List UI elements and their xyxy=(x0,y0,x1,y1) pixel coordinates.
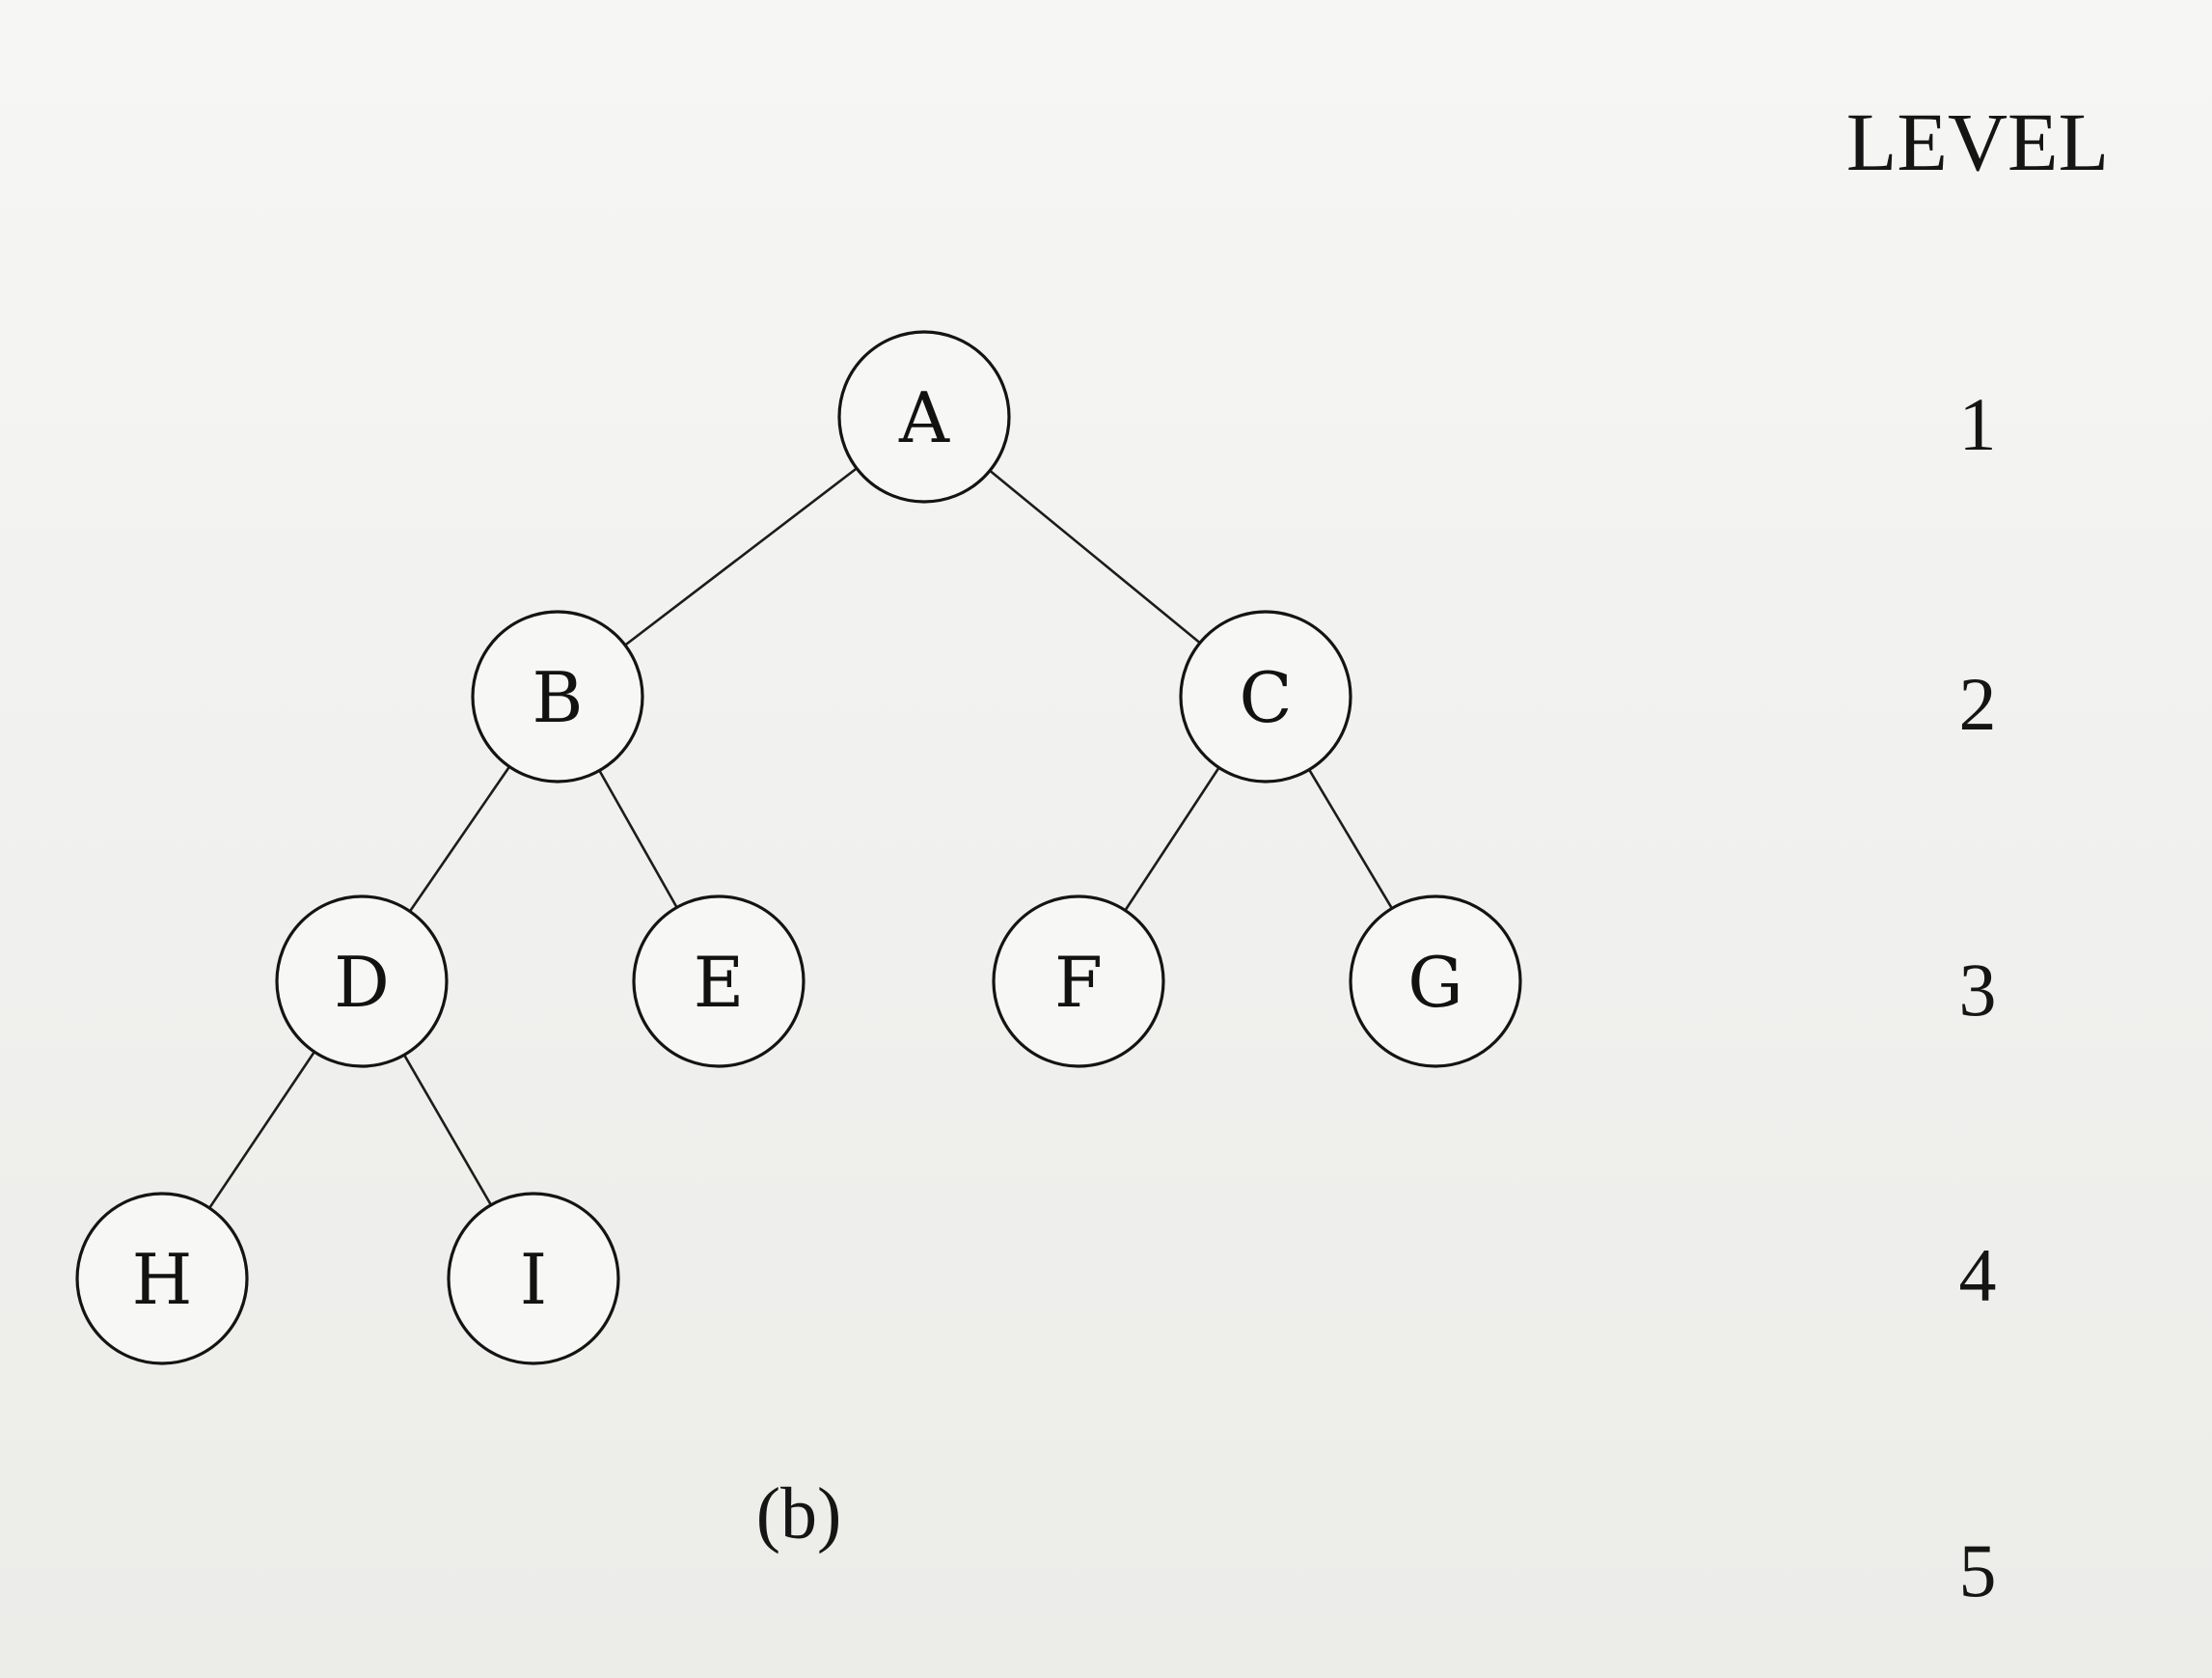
tree-node-a: A xyxy=(837,330,1011,504)
edge-d-h xyxy=(208,1051,315,1209)
edge-d-i xyxy=(402,1054,493,1206)
tree-node-d: D xyxy=(275,894,449,1068)
level-column-header: LEVEL xyxy=(1846,96,2109,188)
edge-c-g xyxy=(1307,768,1394,910)
node-circle xyxy=(275,894,449,1068)
node-circle xyxy=(471,610,644,784)
level-number-2: 2 xyxy=(1959,662,1997,746)
figure-caption: (b) xyxy=(756,1473,842,1554)
node-label: E xyxy=(694,942,745,1023)
level-number-1: 1 xyxy=(1959,382,1997,466)
tree-node-h: H xyxy=(75,1192,249,1365)
edge-b-e xyxy=(598,769,678,909)
node-circle xyxy=(837,330,1011,504)
node-label: G xyxy=(1407,942,1463,1023)
level-number-3: 3 xyxy=(1959,948,1997,1032)
node-circle xyxy=(992,894,1165,1068)
tree-node-f: F xyxy=(992,894,1165,1068)
node-circle xyxy=(1349,894,1522,1068)
node-circle xyxy=(447,1192,620,1365)
level-number-4: 4 xyxy=(1959,1233,1997,1317)
edge-b-d xyxy=(408,765,511,913)
tree-node-i: I xyxy=(447,1192,620,1365)
level-numbers: 1 2 3 4 5 xyxy=(1959,382,1997,1612)
tree-node-e: E xyxy=(632,894,806,1068)
node-label: H xyxy=(132,1239,193,1320)
tree-edges xyxy=(208,467,1394,1209)
node-label: I xyxy=(520,1239,547,1320)
tree-node-g: G xyxy=(1349,894,1522,1068)
tree-nodes: A B C D E F G H I xyxy=(75,330,1522,1365)
edge-a-c xyxy=(989,469,1201,645)
edge-c-f xyxy=(1124,766,1220,912)
edge-a-b xyxy=(624,467,858,646)
node-label: F xyxy=(1054,942,1103,1023)
node-label: B xyxy=(533,657,584,738)
node-circle xyxy=(632,894,806,1068)
node-circle xyxy=(1179,610,1352,784)
node-circle xyxy=(75,1192,249,1365)
node-label: D xyxy=(334,942,390,1023)
tree-node-b: B xyxy=(471,610,644,784)
tree-node-c: C xyxy=(1179,610,1352,784)
level-number-5: 5 xyxy=(1959,1528,1997,1612)
node-label: A xyxy=(898,377,950,458)
node-label: C xyxy=(1239,657,1292,738)
